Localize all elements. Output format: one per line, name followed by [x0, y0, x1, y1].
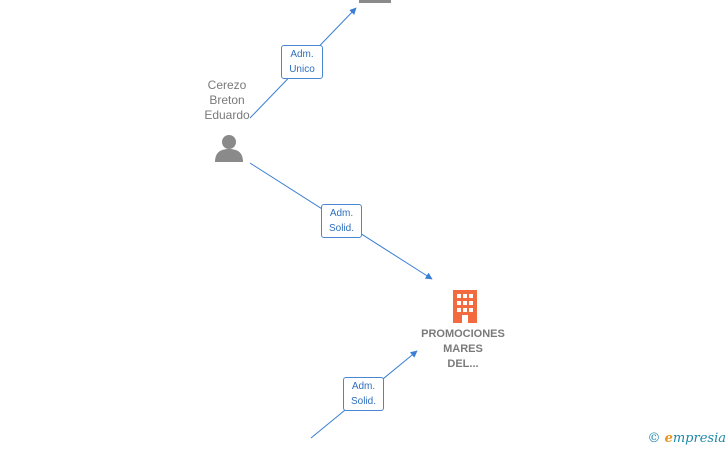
role-label-line: Adm. — [351, 381, 376, 392]
person-name-line: Cerezo — [207, 78, 247, 92]
person-name-line: Breton — [209, 93, 245, 107]
role-label-line: Solid. — [328, 223, 354, 234]
building-icon — [359, 0, 391, 3]
role-label-adm-solid-2[interactable]: Adm. Solid. — [343, 377, 384, 411]
company-name[interactable]: PROMOCIONES MARES DEL... — [408, 327, 518, 372]
brand-name: mpresia — [672, 431, 726, 446]
company-name-line: PROMOCIONES — [421, 328, 505, 340]
brand-letter: e — [664, 431, 673, 446]
company-name-line: MARES — [443, 343, 483, 355]
company-name-line: DEL... — [447, 358, 479, 370]
person-name[interactable]: Cerezo Breton Eduardo — [196, 78, 258, 123]
role-label-line: Solid. — [350, 396, 376, 407]
role-label-line: Unico — [289, 64, 315, 75]
role-label-adm-solid-1[interactable]: Adm. Solid. — [321, 204, 362, 238]
role-label-adm-unico[interactable]: Adm. Unico — [281, 45, 323, 79]
person-name-line: Eduardo — [204, 108, 250, 122]
company-building-icon[interactable] — [451, 290, 479, 324]
role-label-line: Adm. — [329, 208, 354, 219]
empresia-watermark: © empresia — [647, 431, 726, 446]
person-icon[interactable] — [213, 133, 245, 163]
role-label-line: Adm. — [290, 49, 314, 60]
copyright-icon: © — [647, 431, 661, 446]
